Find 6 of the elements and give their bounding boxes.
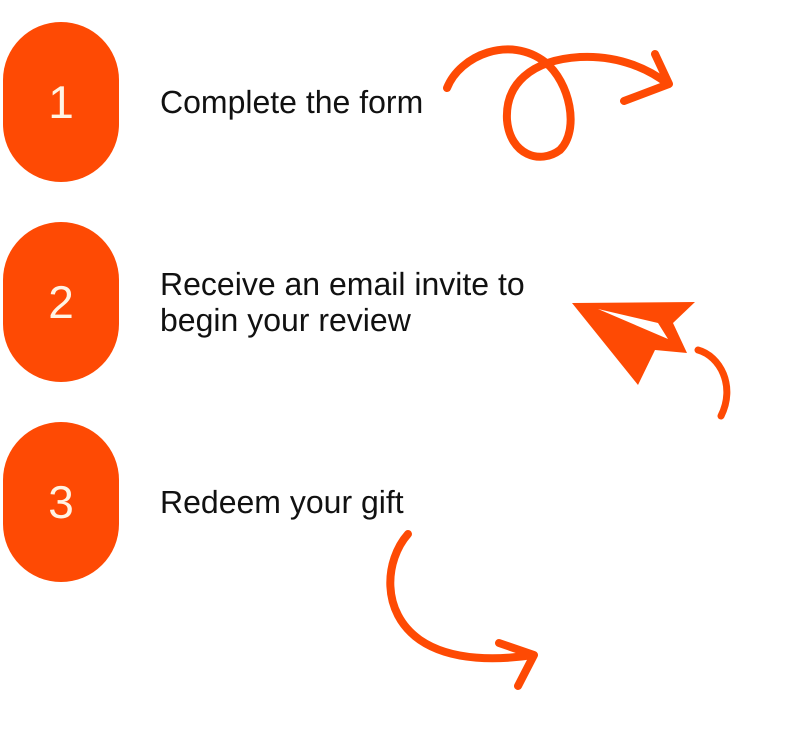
step-number: 1 <box>48 79 74 125</box>
step-text: Complete the form <box>160 84 424 120</box>
step-number: 3 <box>48 479 74 525</box>
step-text: Redeem your gift <box>160 484 404 520</box>
step-text: Receive an email invite to begin your review <box>160 266 526 338</box>
step-number: 2 <box>48 279 74 325</box>
